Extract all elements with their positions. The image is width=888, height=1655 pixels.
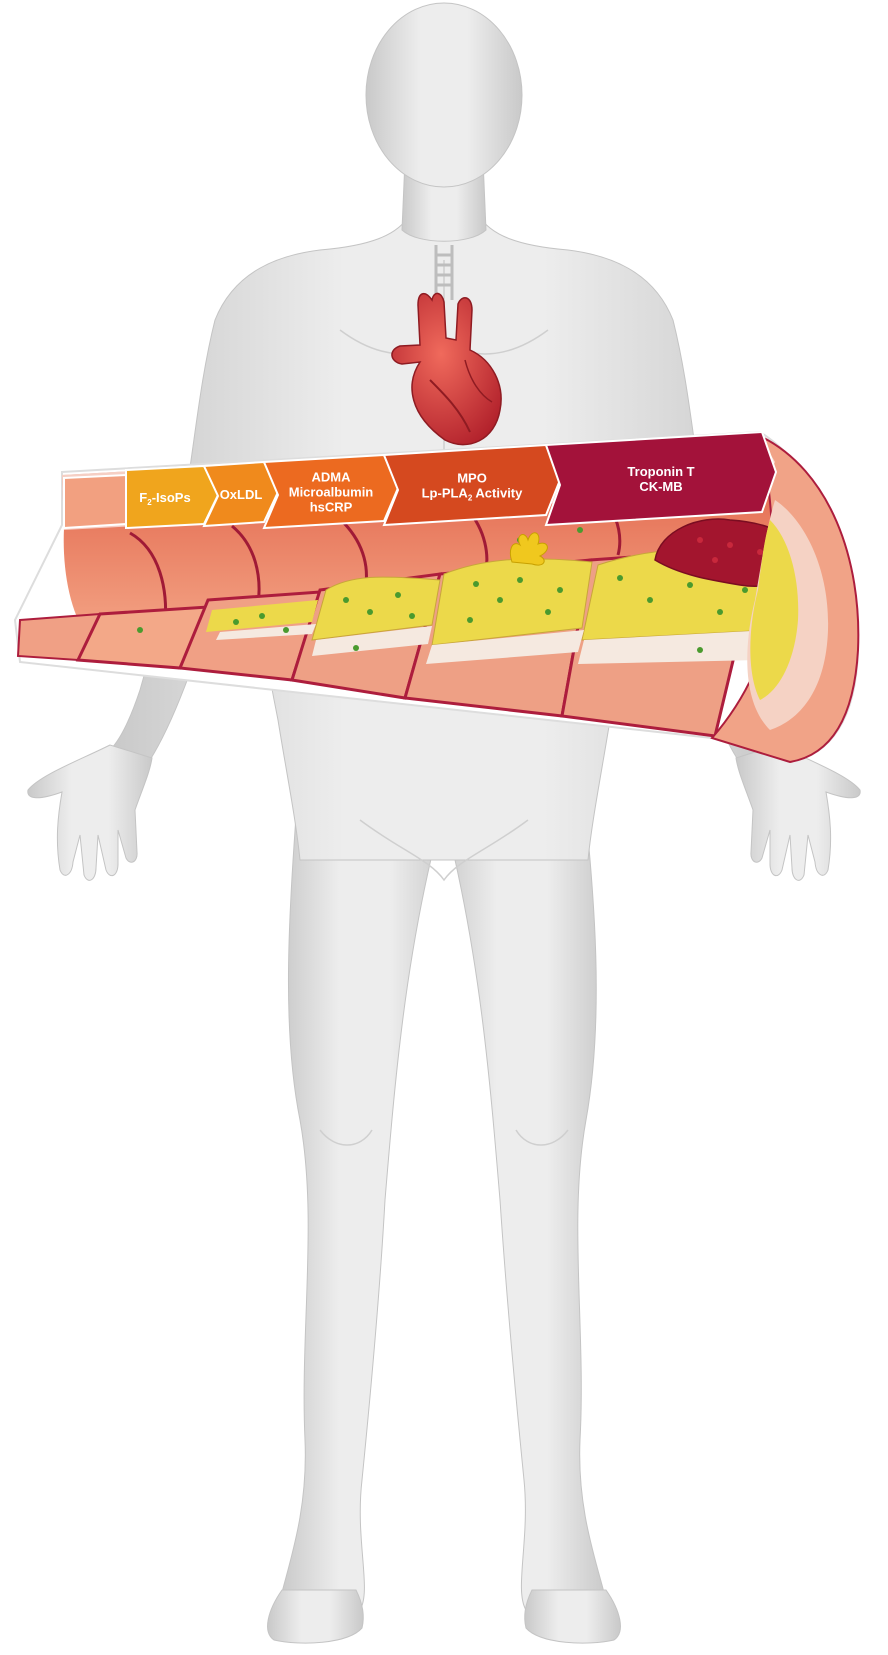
stage-arrow-5: Troponin TCK-MB [546,432,776,525]
stage-label-stage-4-line-1: MPO [457,471,487,486]
stage-arrow-1: F2-IsoPs [126,466,218,528]
stage-label-stage-4-line-2: Lp-PLA2 Activity [422,486,524,503]
stage-label-stage-2-line-1: OxLDL [220,487,263,502]
stage-label-stage-3-line-1: ADMA [312,470,352,485]
stage-label-stage-5-line-1: Troponin T [627,464,694,479]
stage-label-stage-3-line-2: Microalbumin [289,485,374,500]
stage-label-stage-3-line-3: hsCRP [310,500,353,515]
stage-label-stage-5-line-2: CK-MB [639,479,682,494]
stage-label-stage-1-line-1: F2-IsoPs [139,490,190,507]
human-body-silhouette [28,3,860,1643]
